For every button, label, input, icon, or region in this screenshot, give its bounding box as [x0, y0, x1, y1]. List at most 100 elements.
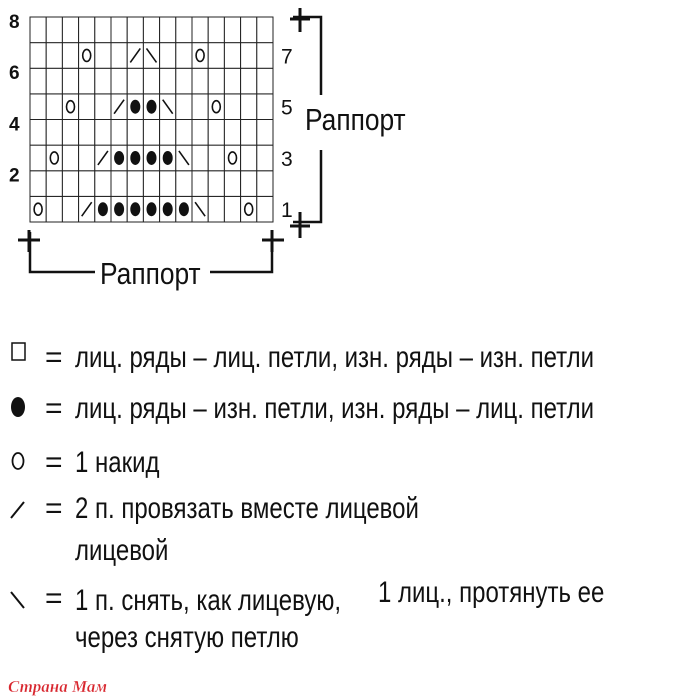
chart-cell — [61, 16, 80, 44]
chart-cell — [61, 195, 80, 223]
purl-dot-symbol — [130, 202, 141, 217]
row-number: 2 — [9, 166, 20, 187]
chart-cell — [45, 16, 63, 44]
chart-cell — [78, 195, 96, 223]
skp-symbol — [194, 201, 206, 217]
chart-cell — [256, 195, 274, 223]
legend-eq: = — [45, 341, 63, 374]
chart-cell — [191, 16, 209, 44]
vertical-repeat-label: Раппорт — [305, 103, 406, 137]
chart-cell — [78, 16, 96, 44]
filled-dot-icon — [11, 397, 25, 417]
purl-dot-symbol — [178, 202, 189, 217]
legend-eq: = — [45, 446, 63, 479]
row-number: 3 — [281, 148, 293, 171]
chart-cell — [191, 119, 209, 146]
chart-cell — [94, 93, 112, 120]
chart-cell — [94, 16, 112, 44]
chart-cell — [29, 170, 47, 197]
chart-cell — [142, 195, 161, 223]
chart-cell — [175, 144, 193, 172]
chart-cell — [159, 42, 177, 69]
chart-cell — [110, 42, 128, 69]
chart-cell — [61, 119, 80, 146]
chart-cell — [207, 93, 225, 120]
yarn-over-symbol — [33, 202, 43, 216]
purl-dot-symbol — [162, 202, 173, 217]
chart-cell — [191, 93, 209, 120]
chart-cell — [256, 16, 274, 44]
yarn-over-symbol — [65, 99, 76, 114]
chart-cell — [142, 16, 161, 44]
empty-square-icon — [11, 342, 26, 361]
row-number: 5 — [281, 97, 293, 120]
legend-eq: = — [45, 392, 63, 425]
chart-cell — [45, 170, 63, 197]
row-number: 4 — [9, 114, 20, 135]
knitting-chart-grid — [29, 16, 274, 223]
watermark-logo: Страна Мам — [8, 677, 107, 696]
purl-dot-symbol — [97, 202, 108, 217]
chart-cell — [94, 67, 112, 95]
chart-cell — [29, 67, 47, 95]
chart-cell — [207, 144, 225, 172]
chart-cell — [175, 42, 193, 69]
chart-cell — [126, 16, 144, 44]
k2tog-symbol — [113, 99, 125, 115]
chart-cell — [126, 119, 144, 146]
chart-cell — [126, 144, 144, 172]
chart-cell — [240, 42, 258, 69]
chart-cell — [142, 67, 161, 95]
chart-cell — [207, 67, 225, 95]
chart-cell — [110, 119, 128, 146]
chart-cell — [159, 170, 177, 197]
chart-cell — [142, 93, 161, 120]
chart-cell — [256, 93, 274, 120]
chart-cell — [223, 67, 242, 95]
chart-cell — [78, 67, 96, 95]
chart-cell — [78, 170, 96, 197]
chart-cell — [256, 144, 274, 172]
chart-cell — [159, 144, 177, 172]
chart-cell — [29, 195, 47, 223]
chart-cell — [159, 93, 177, 120]
vertical-repeat-bracket — [290, 8, 323, 238]
k2tog-symbol — [129, 47, 141, 63]
chart-cell — [175, 195, 193, 223]
chart-cell — [223, 16, 242, 44]
chart-cell — [175, 67, 193, 95]
chart-cell — [191, 67, 209, 95]
legend-text-yarn-over: 1 накид — [75, 444, 160, 478]
chart-cell — [78, 119, 96, 146]
chart-cell — [207, 16, 225, 44]
chart-cell — [256, 42, 274, 69]
legend-text-k2tog: 2 п. провязать вместе лицевой — [75, 490, 419, 524]
chart-cell — [126, 93, 144, 120]
chart-cell — [61, 67, 80, 95]
chart-cell — [61, 144, 80, 172]
yarn-over-symbol — [227, 151, 238, 165]
chart-cell — [207, 119, 225, 146]
chart-cell — [256, 119, 274, 146]
legend: = лиц. ряды – лиц. петли, изн. ряды – из… — [10, 339, 604, 654]
backslash-icon — [10, 591, 25, 609]
chart-cell — [45, 67, 63, 95]
chart-cell — [142, 170, 161, 197]
legend-text-knit: лиц. ряды – лиц. петли, изн. ряды – изн.… — [75, 339, 594, 373]
purl-dot-symbol — [114, 202, 125, 217]
chart-cell — [78, 93, 96, 120]
legend-text-skp-part2: 1 лиц., протянуть ее — [378, 574, 604, 608]
chart-cell — [159, 119, 177, 146]
chart-cell — [159, 195, 177, 223]
chart-cell — [45, 195, 63, 223]
chart-cell — [110, 195, 128, 223]
chart-cell — [240, 16, 258, 44]
chart-cell — [110, 144, 128, 172]
yarn-over-symbol — [81, 48, 92, 63]
chart-cell — [223, 195, 242, 223]
chart-cell — [175, 16, 193, 44]
chart-cell — [29, 93, 47, 120]
chart-cell — [175, 119, 193, 146]
